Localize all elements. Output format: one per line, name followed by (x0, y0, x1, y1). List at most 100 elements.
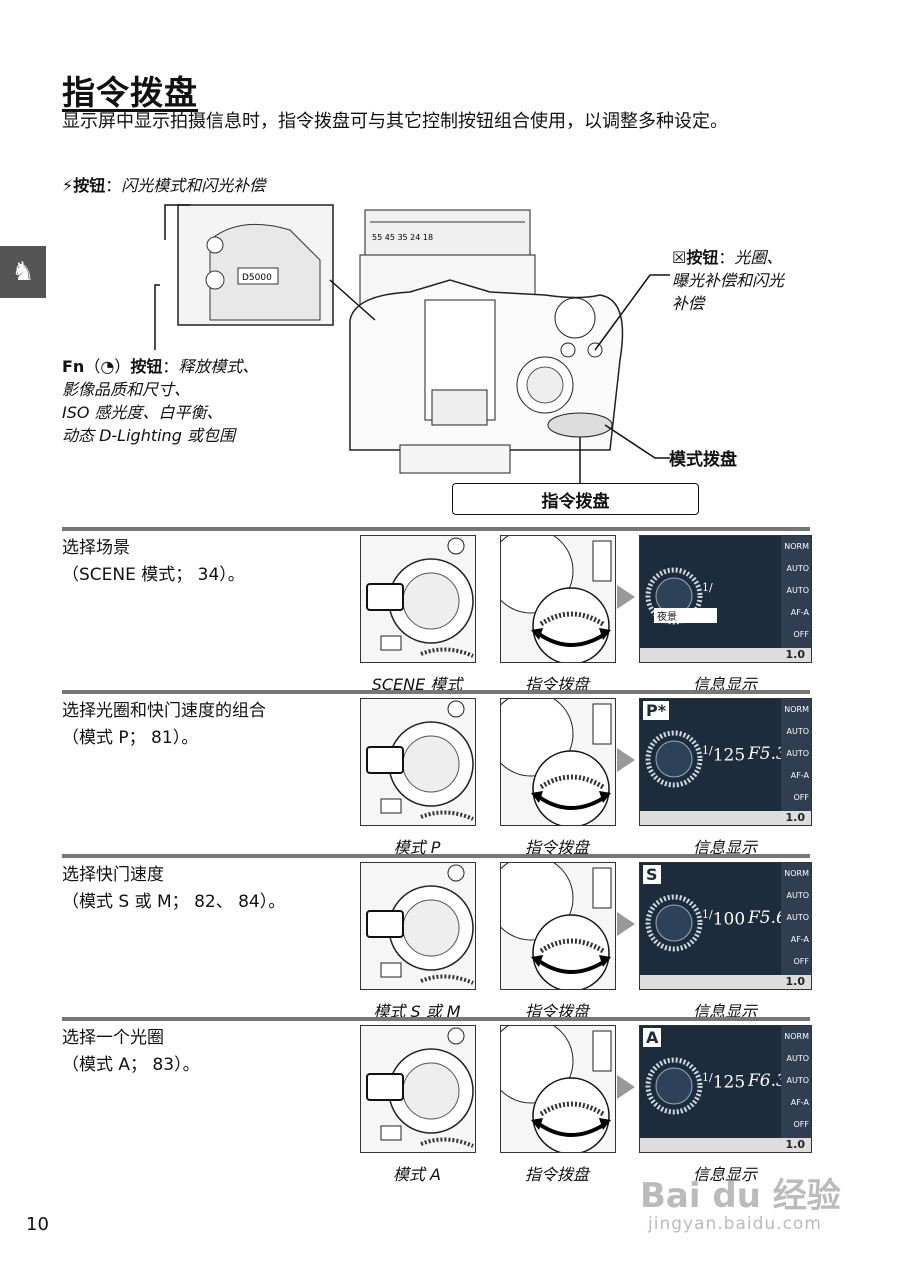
caption-info-display: 信息显示 (692, 1165, 757, 1184)
caption-command-dial: 指令拨盘 (524, 675, 589, 694)
lcd-side-item: AUTO (786, 749, 809, 758)
row-subtitle: （模式 S 或 M； 82、 84）。 (62, 892, 286, 912)
lcd-main: S 1/100 F5.6 (640, 863, 787, 975)
lcd-side-item: NORM (784, 542, 809, 551)
row-subtitle: （模式 A； 83）。 (62, 1055, 200, 1075)
lcd-aperture: F5.3 (748, 744, 787, 764)
svg-text:D5000: D5000 (242, 273, 272, 283)
lcd-side-panel: NORM AUTO AUTO AF-A OFF (781, 699, 811, 811)
row-text: 选择快门速度 （模式 S 或 M； 82、 84）。 (62, 862, 285, 916)
arrow-icon (617, 748, 635, 772)
command-dial-panel (500, 1025, 616, 1153)
lightning-icon: ⚡ (62, 176, 74, 195)
info-display-lcd: P* 1/125 F5.3 NORM AUTO AUTO AF-A OFF 1.0 (639, 698, 812, 826)
lcd-side-panel: NORM AUTO AUTO AF-A OFF (781, 863, 811, 975)
mode-dial-panel (360, 535, 476, 663)
section-rule (62, 1017, 810, 1021)
lcd-side-item: NORM (784, 1032, 809, 1041)
lcd-main: P* 1/125 F5.3 (640, 699, 787, 811)
row-title: 选择光圈和快门速度的组合 (62, 701, 266, 721)
lcd-aperture: F6.3 (748, 1071, 787, 1091)
lcd-shutter: 1/125 (702, 744, 746, 766)
lcd-frames-count: 1.0 (785, 811, 806, 824)
row-subtitle: （SCENE 模式； 34）。 (62, 565, 245, 585)
lcd-side-item: AUTO (786, 727, 809, 736)
lcd-side-item: AUTO (786, 1076, 809, 1085)
info-display-lcd: S 1/100 F5.6 NORM AUTO AUTO AF-A OFF 1.0 (639, 862, 812, 990)
row-text: 选择场景 （SCENE 模式； 34）。 (62, 535, 245, 589)
lcd-mode-badge: A (643, 1028, 662, 1047)
caption-mode: 模式 P (393, 838, 441, 857)
caption-mode: 模式 S 或 M (373, 1002, 461, 1021)
lcd-side-item: AF-A (790, 608, 809, 617)
page-number: 10 (26, 1214, 49, 1235)
lcd-side-item: AUTO (786, 586, 809, 595)
lcd-bottom-bar: 1.0 (640, 1138, 811, 1152)
command-dial-callout: 指令拨盘 (452, 483, 699, 515)
lcd-side-item: AUTO (786, 891, 809, 900)
section-rule (62, 854, 810, 858)
arrow-icon (617, 1075, 635, 1099)
row-title: 选择一个光圈 (62, 1028, 164, 1048)
command-dial-panel (500, 698, 616, 826)
lcd-frames-count: 1.0 (785, 1138, 806, 1151)
rooster-icon: ♞ (11, 257, 35, 287)
caption-info-display: 信息显示 (692, 838, 757, 857)
section-rule (62, 527, 810, 531)
fn-button-note: Fn（◔）按钮：释放模式、 影像品质和尺寸、 ISO 感光度、白平衡、 动态 D… (62, 357, 259, 445)
arrow-icon (617, 585, 635, 609)
lcd-bottom-bar: 1.0 (640, 811, 811, 825)
camera-illustration: D5000 55 45 35 24 18 (154, 204, 670, 483)
lcd-shutter: 1/100 (702, 908, 746, 930)
lcd-scene-label: 夜景 (654, 608, 717, 623)
lcd-main: 1/ 夜景 (640, 536, 780, 648)
command-dial-panel (500, 535, 616, 663)
caption-info-display: 信息显示 (692, 675, 757, 694)
arrow-icon (617, 912, 635, 936)
caption-command-dial: 指令拨盘 (524, 1002, 589, 1021)
caption-command-dial: 指令拨盘 (524, 838, 589, 857)
lcd-side-item: AUTO (786, 913, 809, 922)
caption-info-display: 信息显示 (692, 1002, 757, 1021)
watermark-url: jingyan.baidu.com (648, 1214, 822, 1234)
exposure-comp-icon: ☒ (672, 248, 687, 267)
row-text: 选择一个光圈 （模式 A； 83）。 (62, 1025, 200, 1079)
lcd-main: A 1/125 F6.3 (640, 1026, 787, 1138)
row-title: 选择快门速度 (62, 865, 164, 885)
lcd-side-item: NORM (784, 705, 809, 714)
intro-paragraph: 显示屏中显示拍摄信息时，指令拨盘可与其它控制按钮组合使用，以调整多种设定。 (62, 111, 728, 132)
lcd-side-item: AF-A (790, 935, 809, 944)
lcd-side-item: OFF (793, 793, 810, 802)
lcd-side-item: AUTO (786, 1054, 809, 1063)
lcd-frames-count: 1.0 (785, 975, 806, 988)
command-dial-panel (500, 862, 616, 990)
row-text: 选择光圈和快门速度的组合 （模式 P； 81）。 (62, 698, 266, 752)
lcd-side-item: OFF (793, 957, 810, 966)
section-rule (62, 690, 810, 694)
caption-mode: SCENE 模式 (371, 675, 463, 694)
lcd-shutter: 1/125 (702, 1071, 746, 1093)
mode-dial-label: 模式拨盘 (669, 450, 737, 470)
caption-command-dial: 指令拨盘 (524, 1165, 589, 1184)
lcd-side-item: NORM (784, 869, 809, 878)
lcd-side-item: OFF (793, 630, 810, 639)
lcd-aperture: F5.6 (748, 908, 787, 928)
mode-dial-panel (360, 698, 476, 826)
watermark-brand: Bai du 经验 (640, 1176, 841, 1216)
lcd-mode-badge: S (643, 865, 661, 884)
svg-text:55 45 35 24 18: 55 45 35 24 18 (372, 233, 433, 242)
flash-button-note: ⚡按钮：闪光模式和闪光补偿 (62, 176, 266, 195)
lcd-mode-badge: P* (643, 701, 670, 720)
lcd-side-item: AF-A (790, 1098, 809, 1107)
mode-dial-panel (360, 862, 476, 990)
lcd-bottom-bar: 1.0 (640, 975, 811, 989)
lcd-frames-count: 1.0 (785, 648, 806, 661)
row-subtitle: （模式 P； 81）。 (62, 728, 199, 748)
lcd-bottom-bar: 1.0 (640, 648, 811, 662)
page-title: 指令拨盘 (62, 73, 198, 112)
lcd-side-item: AF-A (790, 771, 809, 780)
